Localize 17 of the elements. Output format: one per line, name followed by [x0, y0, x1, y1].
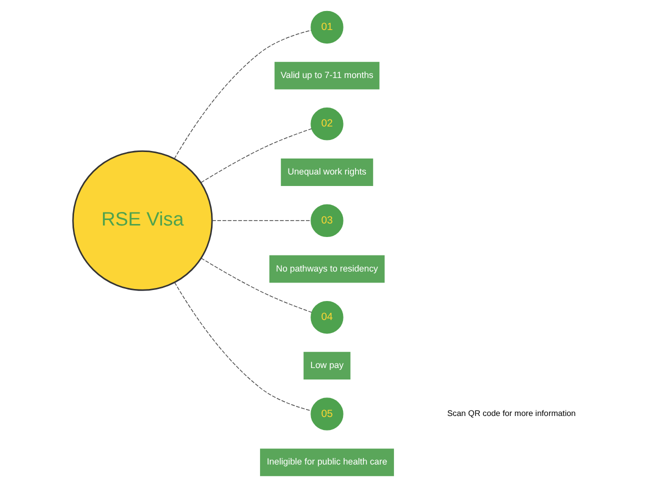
connector — [174, 282, 312, 412]
node-circle: 02 — [310, 108, 344, 140]
connector — [200, 258, 312, 313]
node-circle: 01 — [310, 10, 344, 44]
node-label: Low pay — [310, 360, 344, 370]
node-circle: 04 — [310, 300, 344, 334]
node-label: Valid up to 7-11 months — [280, 70, 374, 80]
node-label: Ineligible for public health care — [266, 456, 388, 467]
node-circle: 03 — [310, 204, 344, 237]
connector — [212, 220, 312, 221]
node-label: Unequal work rights — [288, 166, 366, 177]
node-circle: RSE Visa — [72, 150, 213, 291]
node-label: No pathways to residency — [276, 263, 378, 274]
node-circle: 05 — [310, 398, 344, 430]
connector — [174, 30, 312, 160]
label: Scan QR code for more information — [447, 409, 576, 418]
connector — [200, 128, 312, 183]
